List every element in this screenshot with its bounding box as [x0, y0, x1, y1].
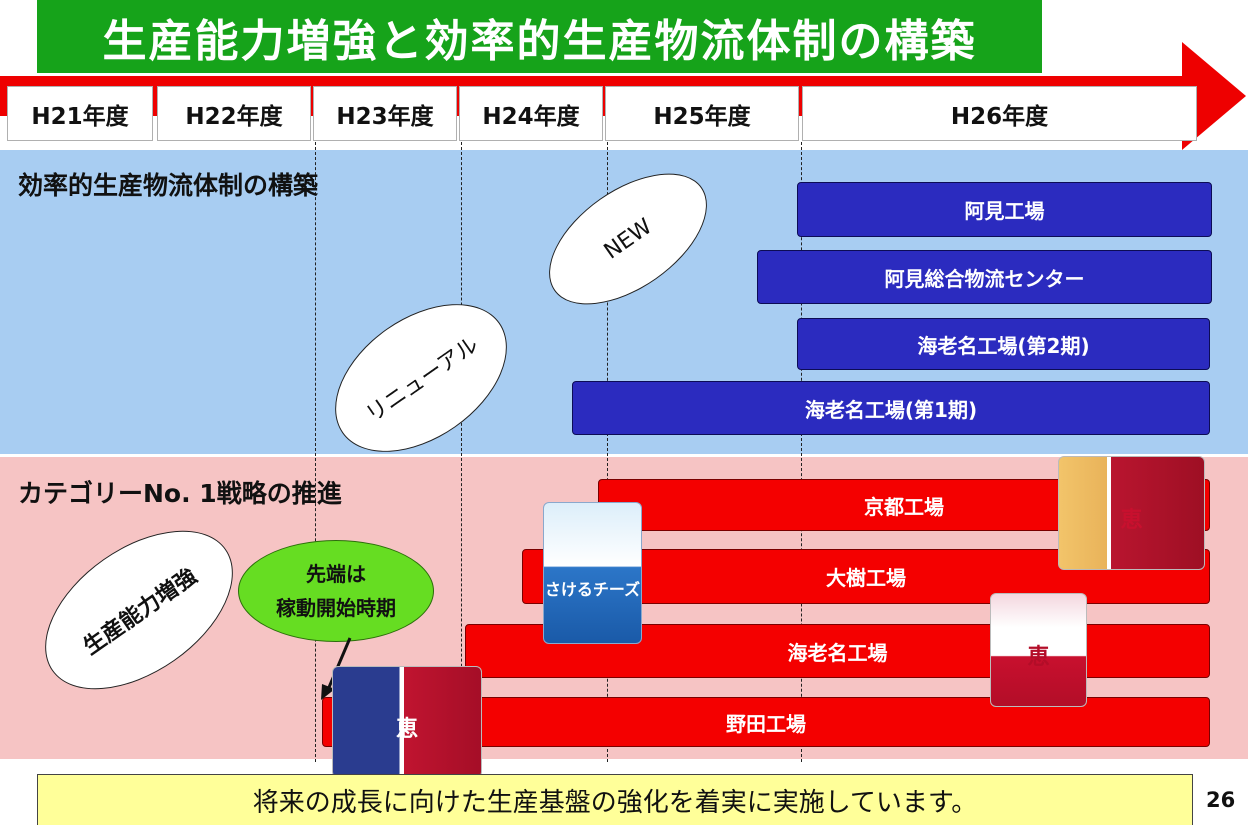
page-number: 26: [1206, 788, 1236, 812]
year-divider: [607, 142, 608, 762]
bar-ami-logistics-center: 阿見総合物流センター: [757, 250, 1212, 304]
renewal-callout-text: リニューアル: [361, 332, 484, 428]
year-divider: [801, 142, 802, 762]
megumi-cup-logo-text: 恵: [1027, 643, 1050, 670]
capacity-heading: カテゴリーNo. 1戦略の推進: [18, 479, 342, 508]
page-title: 生産能力増強と効率的生産物流体制の構築: [37, 0, 1042, 73]
megumi-yogurt-blueberry-image: 恵: [332, 666, 482, 778]
year-cell-h25: H25年度: [605, 86, 799, 141]
year-cell-h24: H24年度: [459, 86, 603, 141]
sakeru-cheese-logo-text: さけるチーズ: [544, 579, 641, 599]
start-timing-callout: 先端は 稼動開始時期: [238, 540, 434, 642]
start-pointer-arrow-icon: [321, 637, 352, 700]
start-timing-line2: 稼動開始時期: [276, 596, 396, 620]
bar-ebina-phase2: 海老名工場(第2期): [797, 318, 1210, 370]
megumi-yogurt-cup-image: 恵: [990, 593, 1087, 707]
megumi-logo-text: 恵: [1120, 506, 1143, 533]
year-cell-h23: H23年度: [313, 86, 457, 141]
capacity-increase-callout-text: 生産能力増強: [79, 563, 202, 661]
year-cell-h26: H26年度: [802, 86, 1197, 141]
new-callout-text: NEW: [599, 213, 657, 265]
megumi-blueberry-logo-text: 恵: [395, 716, 418, 742]
bar-ebina-phase1: 海老名工場(第1期): [572, 381, 1210, 435]
year-divider: [461, 142, 462, 762]
year-header-row: H21年度 H22年度 H23年度 H24年度 H25年度 H26年度: [7, 86, 1197, 141]
start-timing-line1: 先端は: [306, 562, 366, 586]
year-divider: [315, 142, 316, 762]
summary-message: 将来の成長に向けた生産基盤の強化を着実に実施しています。: [37, 774, 1193, 825]
year-cell-h22: H22年度: [157, 86, 311, 141]
efficient-logistics-heading: 効率的生産物流体制の構築: [18, 171, 319, 200]
year-cell-h21: H21年度: [7, 86, 153, 141]
megumi-yogurt-multipack-image: 恵: [1058, 456, 1205, 570]
bar-ami-factory: 阿見工場: [797, 182, 1212, 237]
sakeru-cheese-image: さけるチーズ: [543, 502, 642, 644]
